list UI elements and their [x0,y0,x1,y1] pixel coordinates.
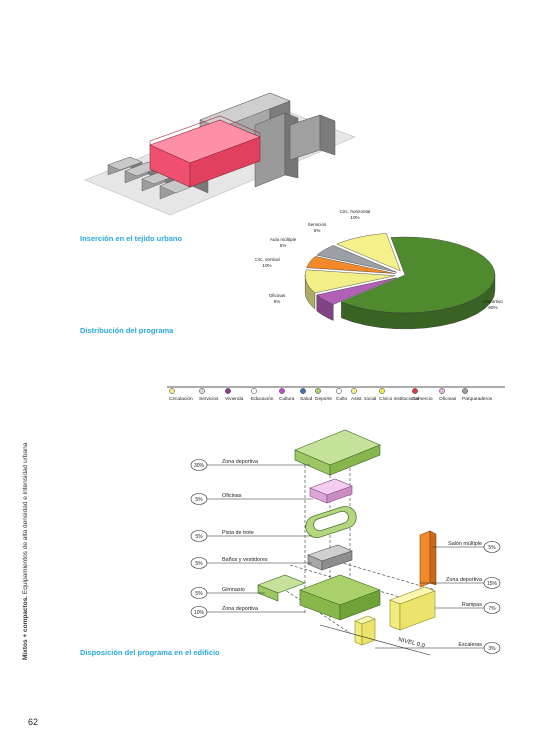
legend-label: Circulación [169,396,193,402]
legend-swatch [336,388,342,394]
pie-label: Deportivo [483,299,503,304]
pie-slice [304,269,396,294]
running-title: Mixtos + compactos. Equipamientos de alt… [22,443,29,660]
program-label: Zona deportiva [222,459,258,465]
pie-slice [340,236,496,314]
program-label: Salón múltiple [448,541,482,547]
legend-label: Oficinas [439,396,457,402]
pie-label: Circ. horizontal [340,209,371,214]
program-label: Gimnasio [222,587,245,593]
building-program-diagram: NIVEL 0,0 30%Zona deportiva5%Oficinas5%P… [190,429,501,656]
legend-swatch [351,388,357,394]
percent-value: 5% [195,561,203,567]
legend-label: Salud [300,396,313,402]
legend-swatch [379,388,385,394]
pie-label: Circ. vertical [255,257,280,262]
legend-label: Parqueaderos [462,396,493,402]
legend-label: Cultura [279,396,295,402]
percent-value: 7% [488,606,496,612]
program-legend: Circulación Servicios Vivienda Educación Cul… [167,386,505,402]
legend-swatch [199,388,205,394]
running-title-rest: Equipamientos de alta densidad e intensi… [22,442,29,596]
pie-label-value: 10% [350,215,359,220]
legend-label: Culto [336,396,348,402]
percent-value: 5% [195,534,203,540]
percent-value: 5% [195,497,203,503]
legend-swatch [439,388,445,394]
legend-swatch [279,388,285,394]
pie-label-value: 10% [262,263,271,268]
program-label: Escaleras [458,642,482,648]
pie-slice [306,256,396,274]
legend-label: Educación [251,396,274,402]
pie-label-value: 5% [274,299,281,304]
program-label: Zona deportiva [222,606,258,612]
percent-value: 5% [195,591,203,597]
percent-value: 10% [194,610,205,616]
urban-caption: Inserción en el tejido urbano [80,234,183,243]
legend-label: Cívico institucional [379,396,419,402]
legend-swatch [412,388,418,394]
legend-swatch [225,388,231,394]
percent-value: 15% [487,581,498,587]
legend-label: Comercio [412,396,433,402]
pie-label-value: 65% [488,305,497,310]
legend-label: Vivienda [225,396,244,402]
program-caption: Distribución del programa [80,326,174,335]
legend-swatch [300,388,306,394]
building-caption: Disposición del programa en el edificio [80,648,220,657]
program-label: Oficinas [222,493,242,499]
legend-swatch [462,388,468,394]
program-label: Pista de trote [222,530,254,536]
pie-slice [316,245,397,273]
pie-label: Servicios [308,222,327,227]
pie-label-value: 5% [280,243,287,248]
legend-label: Asist. social [351,396,376,402]
legend-swatch [315,388,321,394]
pie-slice [316,277,397,305]
urban-insertion-diagram [84,92,356,216]
percent-value: 5% [488,545,496,551]
pie-label-value: 5% [314,228,321,233]
percent-value: 30% [194,463,205,469]
running-title-bold: Mixtos + compactos. [22,595,29,660]
pie-label: Aula múltiple [270,237,297,242]
pie-label: Oficinas [269,293,286,298]
program-label: Rampas [462,602,482,608]
legend-swatch [169,388,175,394]
program-label: Baños y vestidores [222,557,268,563]
legend-label: Deporte [315,396,332,402]
percent-value: 3% [488,646,496,652]
page-number: 62 [28,717,39,727]
legend-label: Servicios [199,396,219,402]
program-label: Zona deportiva [446,577,482,583]
legend-swatch [251,388,257,394]
pie-slice [336,233,401,272]
